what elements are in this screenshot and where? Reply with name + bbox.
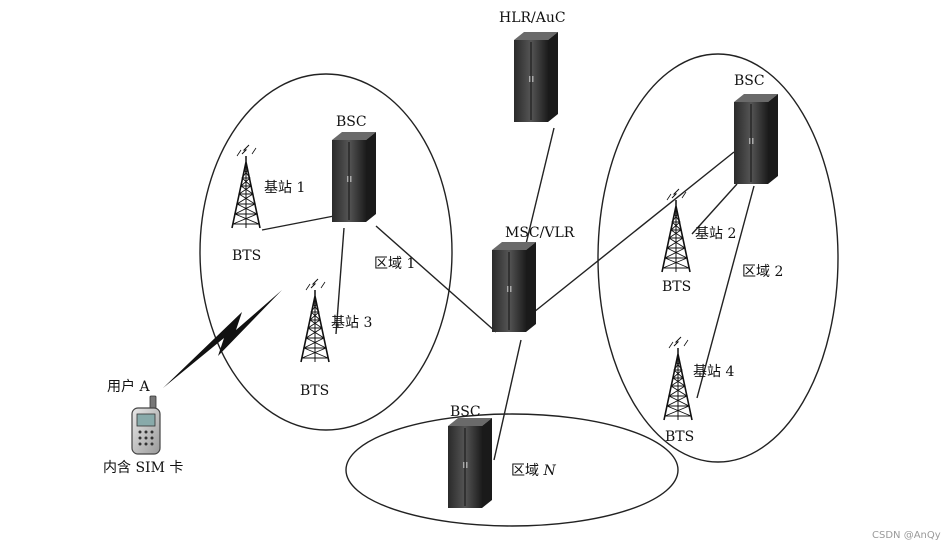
region-n-ellipse	[345, 413, 679, 527]
bts-1-tower-icon	[231, 144, 261, 229]
bsc-2-label: BSC	[734, 73, 765, 89]
bsc-2-cabinet-icon	[733, 93, 779, 185]
bsc-1-cabinet-icon	[331, 131, 377, 223]
watermark: CSDN @AnQy	[872, 530, 941, 541]
region-1-ellipse	[199, 73, 453, 431]
bts-3-label: BTS	[300, 383, 330, 399]
site-3-label: 基站 3	[331, 315, 373, 331]
region-n-label: 区域 N	[511, 463, 556, 479]
msc-cabinet-icon	[491, 241, 537, 333]
bsc-1-label: BSC	[336, 114, 367, 130]
wireless-link-bolt	[163, 290, 282, 388]
region-1-label: 区域 1	[374, 256, 416, 272]
bts-3-tower-icon	[300, 278, 330, 363]
region-n-prefix: 区域	[511, 463, 539, 479]
bsc-n-cabinet-icon	[447, 417, 493, 509]
bts-4-tower-icon	[663, 336, 693, 421]
bsc-n-label: BSC	[450, 404, 481, 420]
bts-1-label: BTS	[232, 248, 262, 264]
site-4-label: 基站 4	[693, 364, 735, 380]
region-2-label: 区域 2	[742, 264, 784, 280]
user-a-label: 用户 A	[107, 379, 150, 395]
region-2-ellipse	[597, 53, 839, 463]
hlr-auc-label: HLR/AuC	[499, 10, 566, 26]
sim-card-label: 内含 SIM 卡	[103, 460, 184, 476]
site-2-label: 基站 2	[695, 226, 737, 242]
msc-vlr-label: MSC/VLR	[505, 225, 575, 241]
site-1-label: 基站 1	[264, 180, 306, 196]
bts-2-tower-icon	[661, 188, 691, 273]
bts-2-label: BTS	[662, 279, 692, 295]
link-lines	[261, 127, 755, 461]
hlr-cabinet-icon	[513, 31, 559, 123]
mobile-phone-icon	[131, 395, 161, 455]
region-n-variable: N	[543, 463, 556, 479]
bts-4-label: BTS	[665, 429, 695, 445]
